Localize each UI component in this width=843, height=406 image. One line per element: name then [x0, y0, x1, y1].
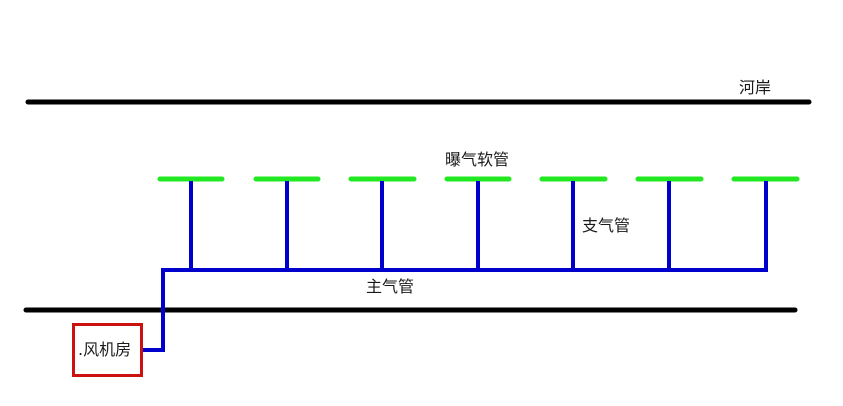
- aeration-hose-label: 曝气软管: [445, 150, 510, 169]
- main-pipe-label: 主气管: [366, 277, 415, 296]
- blower-room-box: [72, 323, 143, 377]
- river-bank-label: 河岸: [739, 78, 772, 97]
- branch-pipes: [189, 181, 768, 270]
- main-air-pipe: [142, 268, 768, 352]
- branch-pipe-label: 支气管: [582, 216, 631, 235]
- blower-room-label: .风机房: [78, 340, 132, 359]
